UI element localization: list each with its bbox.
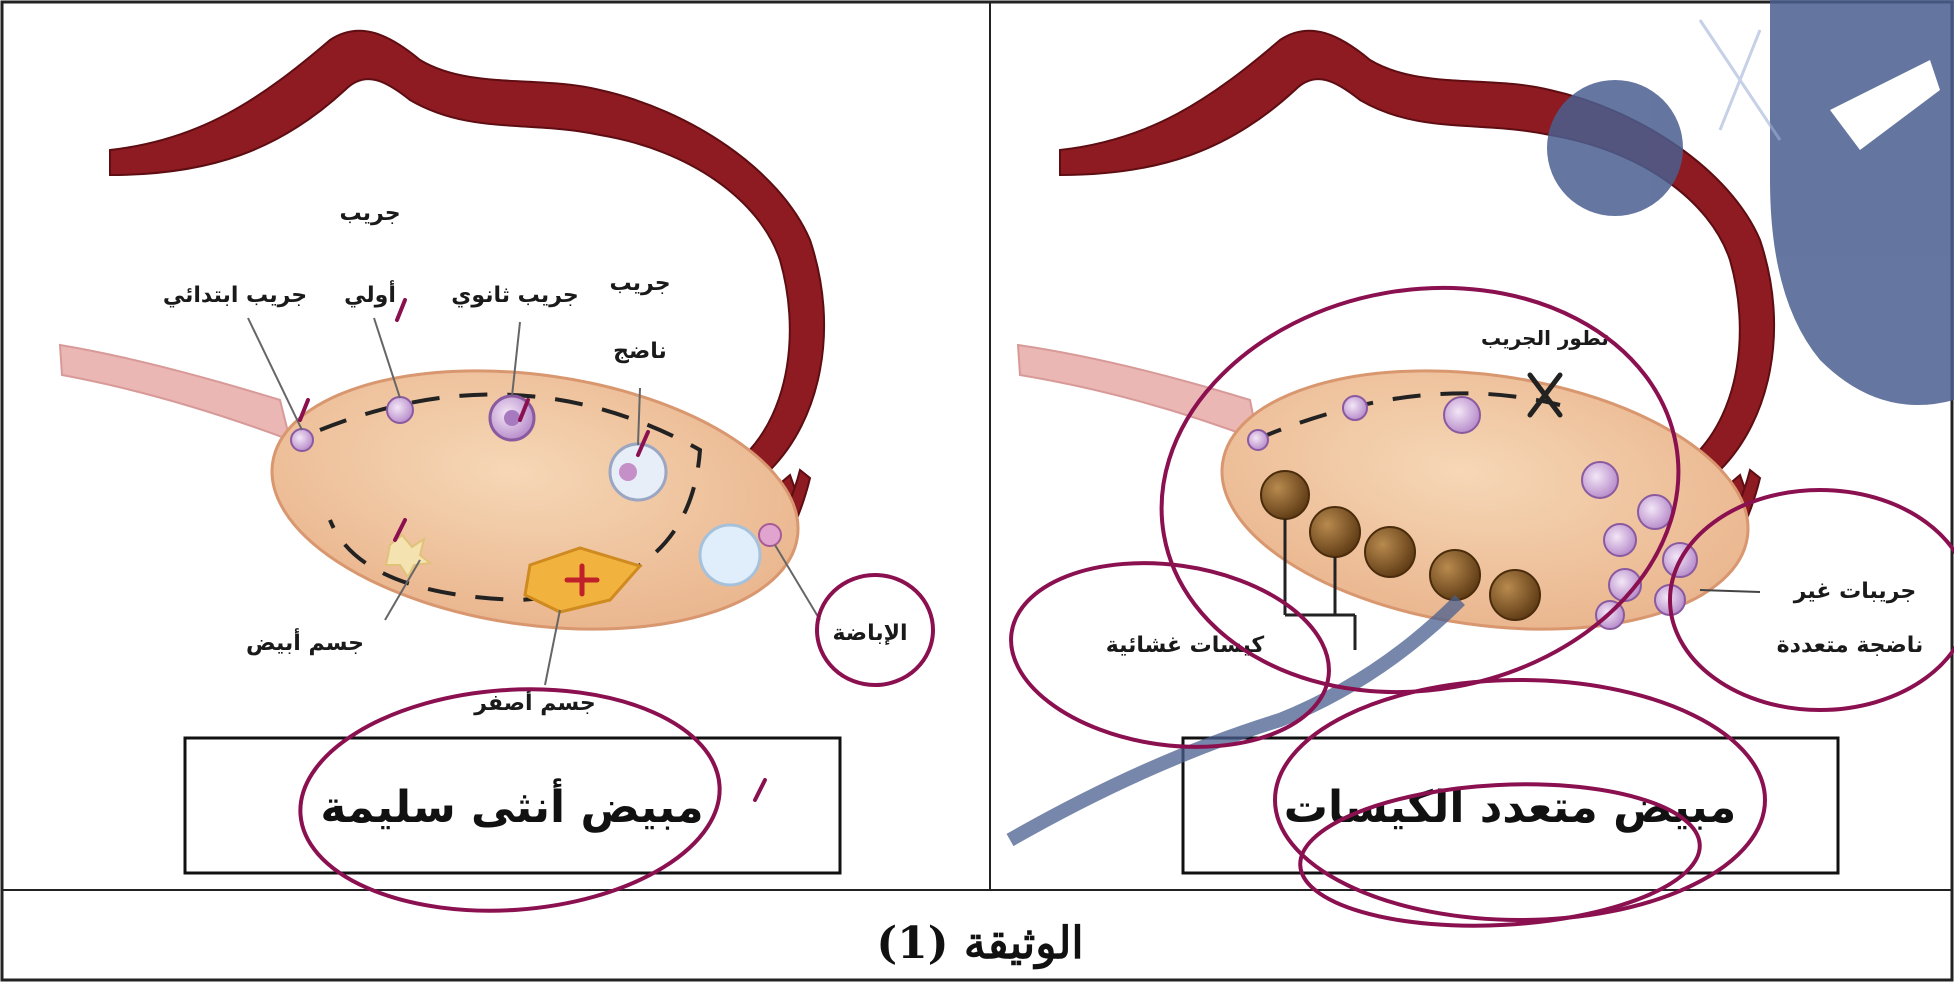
healthy-ovary-panel: جريب ابتدائي جريب أولي جريب ثانوي جريب ن… <box>60 31 908 873</box>
primary-follicle <box>387 397 413 423</box>
immature-follicle <box>1638 495 1672 529</box>
cyst <box>1310 507 1360 557</box>
label-mature-follicle-line1: جريب <box>609 271 670 296</box>
healthy-ovary-title: مبيض أنثى سليمة <box>320 778 703 833</box>
follicle-r1 <box>1248 430 1268 450</box>
mature-follicle-oocyte <box>619 463 637 481</box>
cyst <box>1430 550 1480 600</box>
cyst <box>1490 570 1540 620</box>
cyst <box>1261 471 1309 519</box>
label-immature-follicles-line1: جريبات غير <box>1793 579 1917 604</box>
follicle-r2 <box>1343 396 1367 420</box>
cyst <box>1365 527 1415 577</box>
ovary <box>255 339 815 660</box>
label-ovulation: الإباضة <box>832 621 907 646</box>
label-corpus-albicans: جسم أبيض <box>246 627 364 656</box>
ovulation-site <box>700 525 760 585</box>
label-immature-follicles-line2: ناضجة متعددة <box>1777 633 1924 658</box>
label-mature-follicle-line2: ناضج <box>613 339 667 364</box>
label-primordial-follicle: جريب ابتدائي <box>163 283 307 308</box>
follicle-r3 <box>1444 397 1480 433</box>
label-primary-follicle-line2: أولي <box>344 279 396 308</box>
ovarian-ligament-right <box>1018 345 1258 440</box>
secondary-follicle-oocyte <box>504 410 520 426</box>
immature-follicle <box>1582 462 1618 498</box>
primordial-follicle <box>291 429 313 451</box>
label-follicle-development: تطور الجريب <box>1481 326 1609 350</box>
immature-follicle <box>1604 524 1636 556</box>
label-secondary-follicle: جريب ثانوي <box>451 283 579 308</box>
ovarian-ligament <box>60 345 290 440</box>
released-oocyte <box>759 524 781 546</box>
label-primary-follicle-line1: جريب <box>339 201 400 226</box>
document-caption: الوثيقة (1) <box>876 918 1083 970</box>
